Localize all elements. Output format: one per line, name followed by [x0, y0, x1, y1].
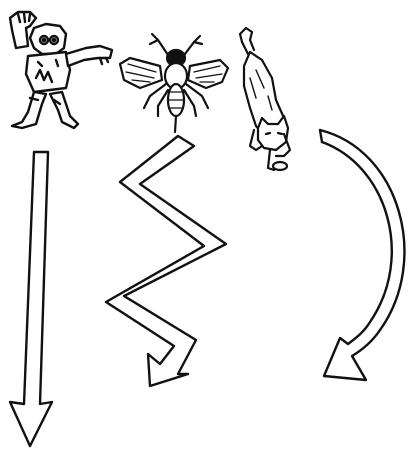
cat-icon: [240, 28, 290, 170]
mosquito-icon: [120, 34, 228, 132]
straight-down-arrow: [10, 152, 52, 446]
curved-arrow: [320, 130, 404, 380]
zigzag-down-arrow: [106, 136, 226, 386]
zombie-icon: [10, 12, 112, 128]
